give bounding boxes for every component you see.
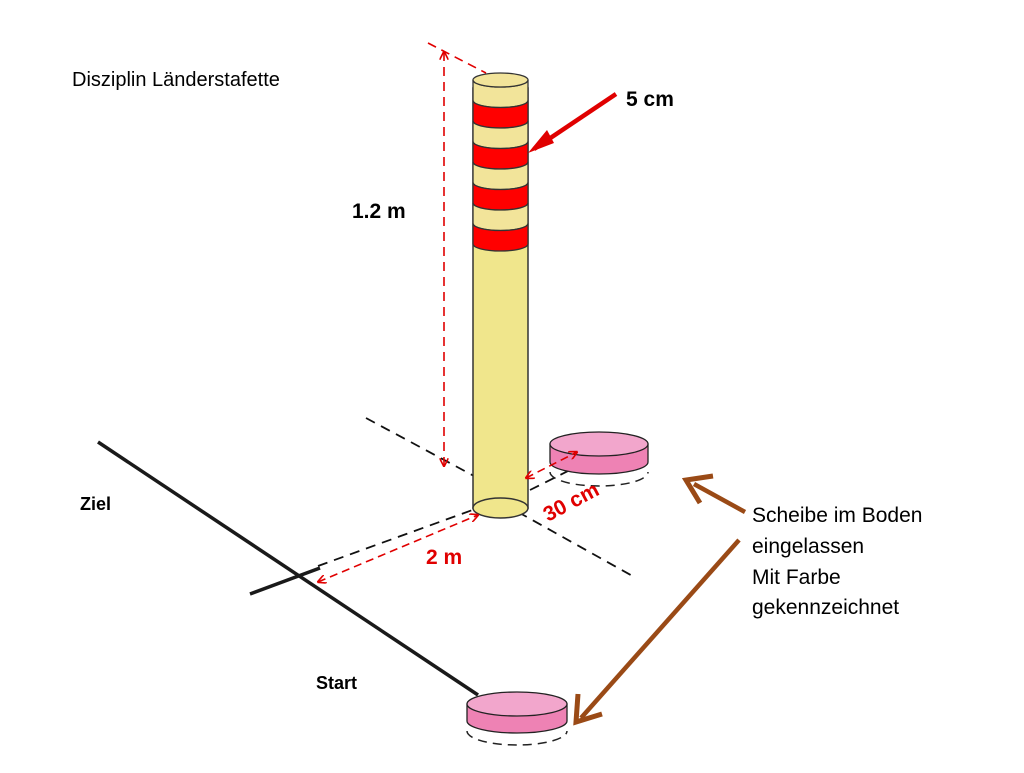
line-distance-label: 2 m	[426, 546, 462, 569]
ground-guide-front	[517, 511, 637, 579]
disc-distance-arrow	[526, 452, 577, 478]
band-width-arrowhead	[528, 130, 554, 153]
pole-top-cap	[472, 72, 529, 88]
pole-height-label: 1.2 m	[352, 200, 406, 223]
disc-lower-recess	[466, 730, 568, 746]
disc-note-line-3: Mit Farbe	[752, 566, 841, 589]
disc-lower	[466, 691, 568, 746]
note-arrows	[573, 473, 747, 726]
start-label: Start	[316, 673, 357, 693]
pole	[472, 72, 529, 519]
note-arrowhead-upper	[681, 473, 714, 505]
disc-note-line-1: Scheibe im Boden	[752, 504, 922, 527]
line-distance-arrow	[318, 515, 478, 582]
note-arrow-upper	[692, 482, 747, 514]
disc-note: Scheibe im Boden eingelassen Mit Farbe g…	[752, 504, 922, 619]
disc-note-line-4: gekennzeichnet	[752, 596, 899, 619]
start-finish-line	[97, 440, 479, 697]
pole-height-leader	[427, 42, 487, 74]
disc-upper-top	[549, 431, 649, 457]
note-arrow-lower	[579, 538, 741, 720]
pole-band-red	[472, 223, 529, 252]
band-width-label: 5 cm	[626, 88, 674, 111]
disc-note-line-2: eingelassen	[752, 535, 864, 558]
disc-distance-label: 30 cm	[540, 478, 603, 526]
pole-bands	[472, 72, 529, 252]
pole-bottom	[472, 497, 529, 519]
disc-lower-top	[466, 691, 568, 717]
diagram-title: Disziplin Länderstafette	[72, 69, 280, 91]
note-arrowhead-lower	[573, 693, 603, 726]
crossing-line	[249, 566, 321, 596]
finish-label: Ziel	[80, 494, 111, 514]
ground-guide-back	[365, 417, 475, 477]
